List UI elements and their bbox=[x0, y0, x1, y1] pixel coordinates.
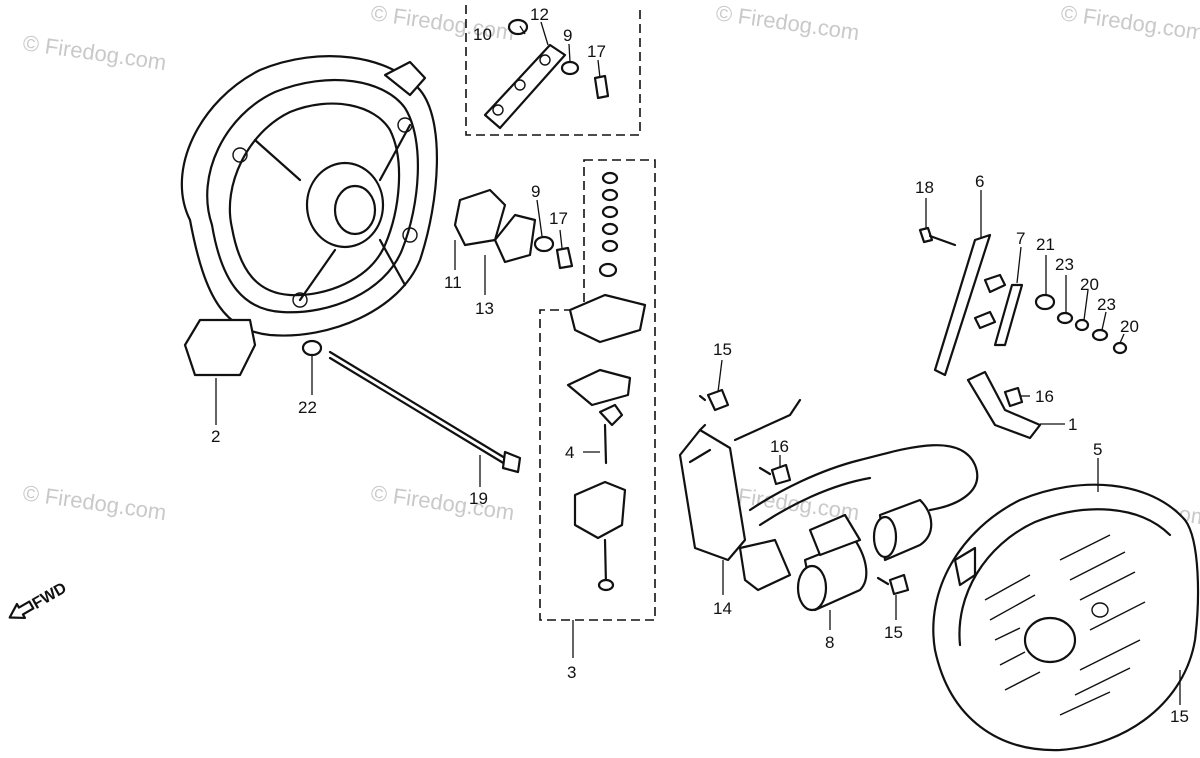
callout-2: 2 bbox=[211, 427, 220, 446]
callout-9-middle: 9 bbox=[531, 182, 540, 201]
callout-15-condenser: 15 bbox=[884, 623, 903, 642]
callout-8: 8 bbox=[825, 633, 834, 652]
callout-3: 3 bbox=[567, 663, 576, 682]
condenser-part bbox=[796, 498, 933, 612]
watermark-text: © Firedog.com bbox=[369, 0, 516, 45]
cover-plate-part bbox=[453, 188, 574, 270]
regulator-part bbox=[678, 398, 979, 592]
callout-6: 6 bbox=[975, 172, 984, 191]
watermark-text: © Firedog.com bbox=[369, 480, 516, 525]
callout-7: 7 bbox=[1016, 229, 1025, 248]
leader-lines bbox=[215, 21, 1181, 705]
callout-20-lower: 20 bbox=[1120, 317, 1139, 336]
callout-13: 13 bbox=[475, 299, 494, 318]
callout-23-upper: 23 bbox=[1055, 255, 1074, 274]
callout-17-middle: 17 bbox=[549, 209, 568, 228]
watermark-text: © Firedog.com bbox=[1059, 0, 1200, 45]
callout-10: 10 bbox=[473, 25, 492, 44]
callout-14: 14 bbox=[713, 599, 732, 618]
callout-21: 21 bbox=[1036, 235, 1055, 254]
mounting-bracket-part bbox=[483, 18, 610, 130]
callout-5: 5 bbox=[1093, 440, 1102, 459]
callout-16-regulator: 16 bbox=[770, 437, 789, 456]
brush-holder-part bbox=[918, 226, 1128, 440]
watermark-text: © Firedog.com bbox=[21, 30, 168, 75]
callout-9-top: 9 bbox=[563, 26, 572, 45]
through-bolt-part bbox=[301, 339, 522, 474]
fwd-arrow: FWD bbox=[8, 580, 70, 620]
callout-4: 4 bbox=[565, 443, 574, 462]
callout-15-cover: 15 bbox=[1170, 707, 1189, 726]
callout-1: 1 bbox=[1068, 415, 1077, 434]
callout-16-bracket: 16 bbox=[1035, 387, 1054, 406]
callout-20-upper: 20 bbox=[1080, 275, 1099, 294]
bracket-group-box bbox=[465, 5, 641, 136]
callout-17-top: 17 bbox=[587, 42, 606, 61]
callout-11: 11 bbox=[444, 273, 462, 292]
front-cover-part bbox=[932, 483, 1200, 752]
rear-housing-part bbox=[180, 55, 438, 377]
callout-15-regulator: 15 bbox=[713, 340, 732, 359]
fwd-label: FWD bbox=[30, 580, 70, 613]
callout-22: 22 bbox=[298, 398, 317, 417]
callout-12: 12 bbox=[530, 5, 549, 24]
watermark-text: © Firedog.com bbox=[21, 480, 168, 525]
callout-23-lower: 23 bbox=[1097, 295, 1116, 314]
callout-18: 18 bbox=[915, 178, 934, 197]
relay-assembly-part bbox=[566, 171, 647, 592]
callout-19: 19 bbox=[469, 489, 488, 508]
callout-labels: 1 2 3 4 5 6 7 8 9 9 10 11 12 13 14 15 15… bbox=[211, 5, 1189, 726]
watermark-text: © Firedog.com bbox=[714, 0, 861, 45]
